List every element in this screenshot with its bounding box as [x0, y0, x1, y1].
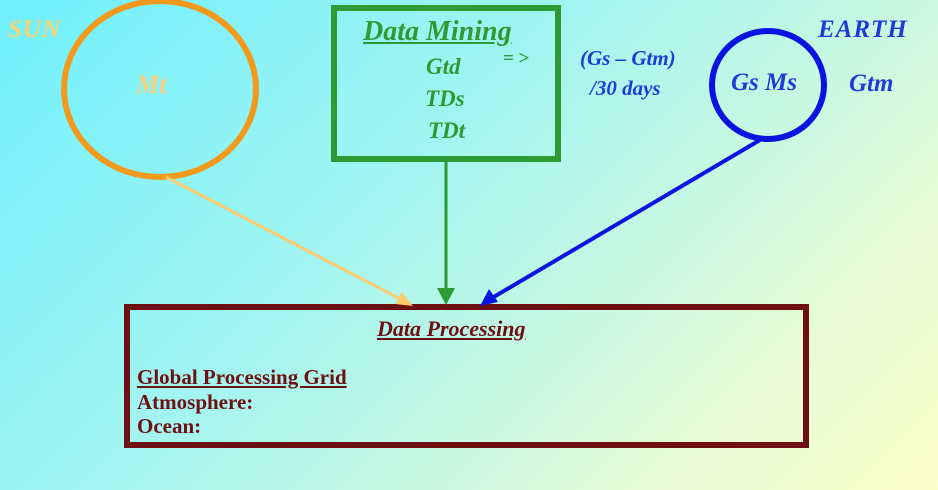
earth-label: EARTH — [818, 16, 908, 43]
earth-circle — [709, 28, 827, 142]
sun-label: SUN — [8, 16, 62, 43]
data-processing-title: Data Processing — [377, 316, 526, 341]
data-mining-title: Data Mining — [363, 16, 512, 47]
data-processing-box — [124, 304, 809, 448]
formula-line-1: (Gs – Gtm) — [580, 46, 676, 70]
earth-to-processing-arrow — [490, 138, 762, 300]
earth-gs-ms-label: Gs Ms — [731, 69, 797, 96]
sun-mt-label: Mt — [136, 70, 167, 99]
earth-arrowhead — [480, 289, 498, 306]
global-processing-grid-label: Global Processing Grid — [137, 365, 347, 389]
sun-circle — [61, 0, 259, 180]
data-mining-implies-arrow: = > — [503, 48, 530, 69]
atmosphere-label: Atmosphere: — [137, 390, 254, 414]
data-mining-box — [331, 5, 561, 162]
mining-arrowhead — [437, 288, 455, 305]
formula-line-2: /30 days — [590, 76, 661, 100]
ocean-label: Ocean: — [137, 414, 202, 438]
earth-gtm-label: Gtm — [849, 70, 894, 97]
sun-arrowhead — [395, 292, 413, 306]
data-mining-item-gtd: Gtd — [426, 54, 461, 79]
sun-to-processing-arrow — [165, 175, 411, 306]
data-mining-item-tds: TDs — [425, 86, 465, 111]
data-mining-item-tdt: TDt — [428, 118, 466, 143]
